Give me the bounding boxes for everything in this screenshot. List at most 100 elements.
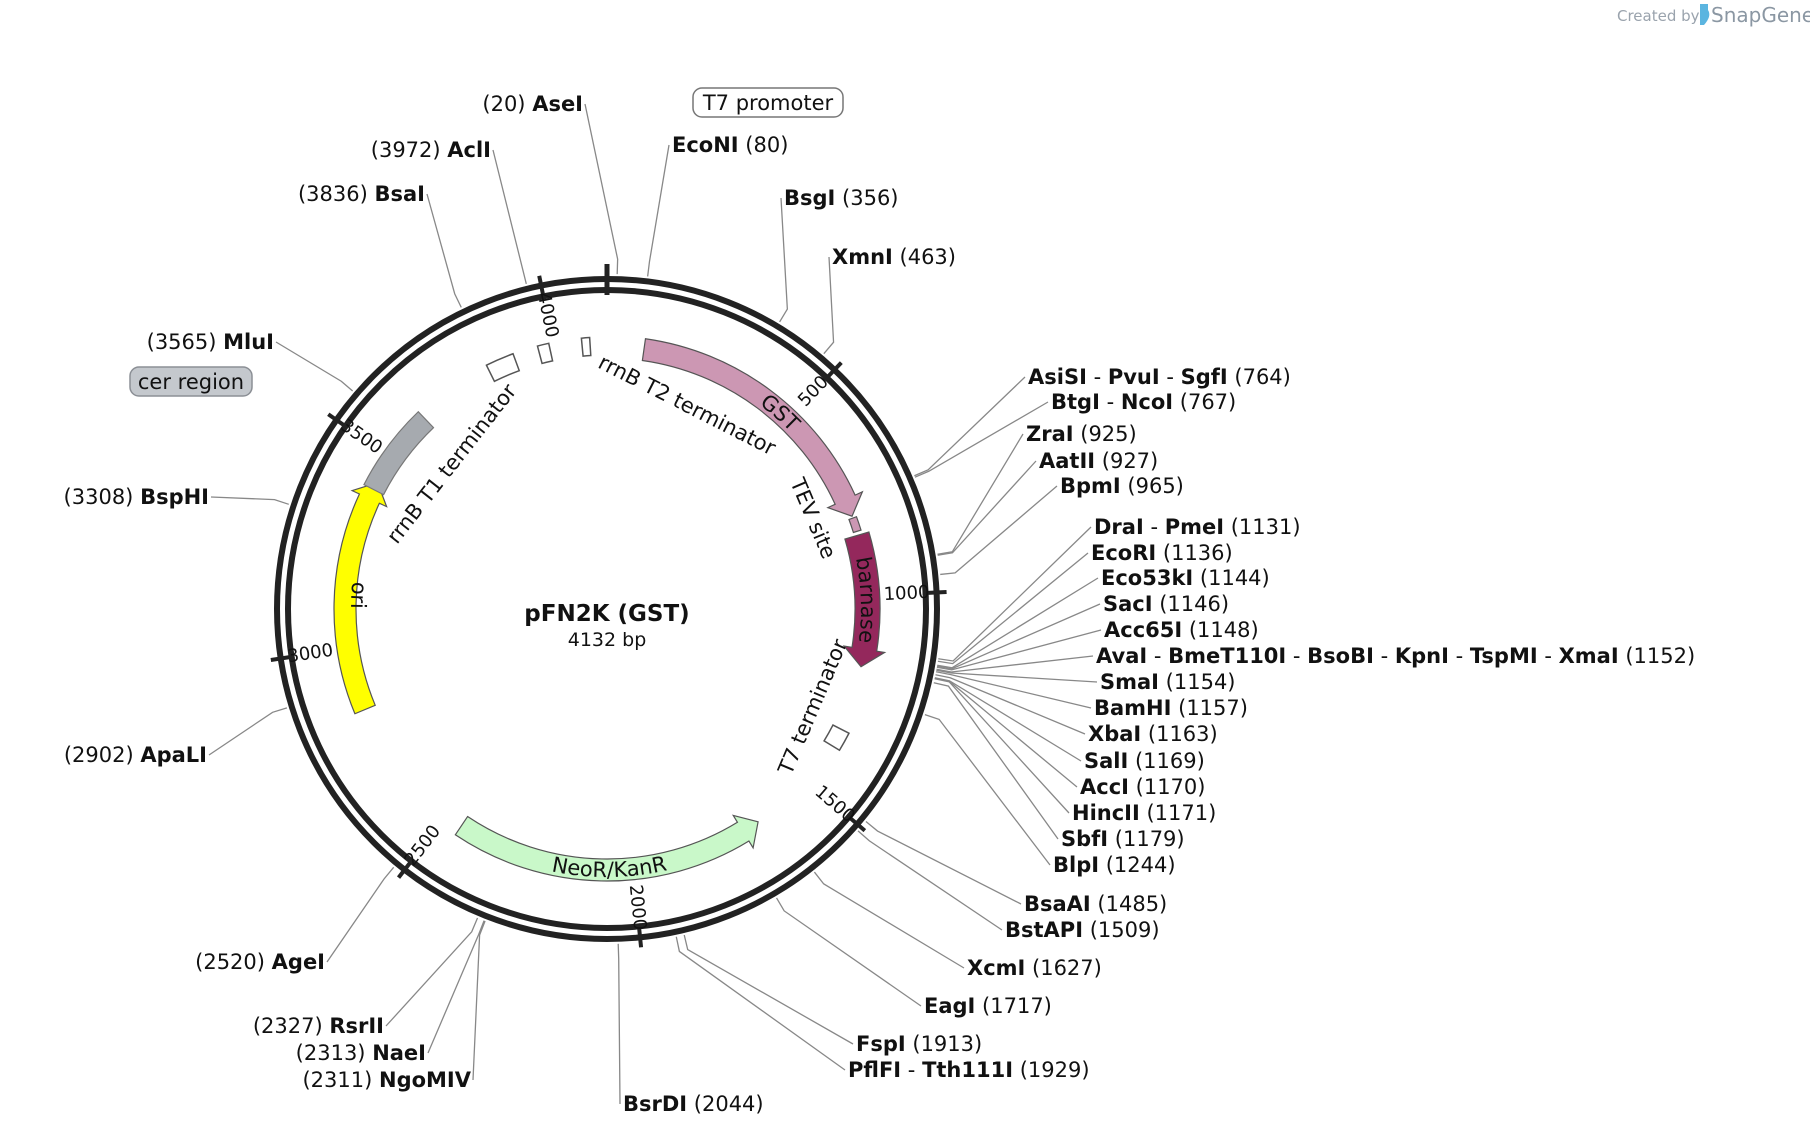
leader-eco53ki	[937, 577, 1099, 669]
site-label-avai[interactable]: AvaI - BmeT110I - BsoBI - KpnI - TspMI -…	[1096, 644, 1695, 668]
barnase-label-text: barnase	[851, 555, 880, 645]
leader-ngomiv	[472, 920, 486, 1081]
site-label-acc65i[interactable]: Acc65I (1148)	[1104, 618, 1259, 642]
tick-label-1000: 1000	[883, 582, 930, 605]
site-labels: (20) AseI (3972) AclI (3836) BsaI (3565) Ml…	[64, 92, 1696, 1116]
leader-apali	[208, 707, 288, 756]
site-label-rsrii[interactable]: (2327) RsrII	[253, 1014, 384, 1038]
site-label-sbfi[interactable]: SbfI (1179)	[1061, 827, 1185, 851]
site-label-eagi[interactable]: EagI (1717)	[924, 994, 1052, 1018]
leader-naei	[427, 920, 485, 1054]
site-label-bsai[interactable]: (3836) BsaI	[298, 182, 425, 206]
site-label-hincii[interactable]: HincII (1171)	[1072, 801, 1216, 825]
site-label-ecori[interactable]: EcoRI (1136)	[1091, 541, 1233, 565]
site-label-bsaai[interactable]: BsaAI (1485)	[1024, 892, 1167, 916]
leader-avai	[936, 655, 1094, 673]
leader-acli	[492, 149, 527, 285]
leader-agei	[326, 866, 395, 963]
site-label-btgi[interactable]: BtgI - NcoI (767)	[1051, 390, 1236, 414]
site-label-xmni[interactable]: XmnI (463)	[832, 245, 956, 269]
tick-label-3000: 3000	[286, 640, 334, 668]
site-label-acli[interactable]: (3972) AclI	[371, 138, 491, 162]
rrnb-t2-terminator-feature-part-3[interactable]	[580, 336, 592, 357]
tick-label-2500: 2500	[400, 821, 445, 870]
t7-terminator-label: T7 terminator	[773, 635, 852, 779]
site-label-bstapi[interactable]: BstAPI (1509)	[1005, 918, 1160, 942]
tick-mark-3500	[327, 412, 350, 430]
neo-label-text: NeoR/KanR	[550, 852, 668, 883]
site-label-saci[interactable]: SacI (1146)	[1103, 592, 1229, 616]
neor-kanr-feature[interactable]	[454, 814, 759, 882]
tick-label-2000: 2000	[625, 884, 650, 932]
leader-acci	[934, 677, 1078, 788]
site-label-econi[interactable]: EcoNI (80)	[672, 133, 788, 157]
leader-xmni	[823, 256, 835, 355]
site-label-acci[interactable]: AccI (1170)	[1080, 775, 1205, 799]
snapgene-logo-icon	[1700, 4, 1710, 25]
site-label-aatii[interactable]: AatII (927)	[1039, 449, 1158, 473]
site-label-agei[interactable]: (2520) AgeI	[195, 950, 325, 974]
site-label-naei[interactable]: (2313) NaeI	[296, 1041, 426, 1065]
tick-mark-2500	[396, 857, 415, 879]
site-label-bsrdi[interactable]: BsrDI (2044)	[623, 1092, 764, 1116]
leader-bsphi	[210, 496, 289, 505]
site-label-fspi[interactable]: FspI (1913)	[856, 1032, 982, 1056]
site-label-apali[interactable]: (2902) ApaLI	[64, 743, 207, 767]
brand-name[interactable]: SnapGene	[1711, 3, 1810, 27]
cer-region-tag[interactable]: cer region	[129, 366, 253, 397]
leader-bsaai	[865, 821, 1022, 905]
leader-hincii	[934, 678, 1070, 814]
gst-feature[interactable]	[641, 338, 864, 517]
site-label-mlui[interactable]: (3565) MluI	[147, 330, 274, 354]
leader-ecori	[937, 552, 1089, 665]
site-label-pflfi[interactable]: PflFI - Tth111I (1929)	[848, 1058, 1090, 1082]
leader-econi	[647, 144, 670, 277]
site-label-smai[interactable]: SmaI (1154)	[1100, 670, 1236, 694]
site-label-eco53ki[interactable]: Eco53kI (1144)	[1101, 566, 1270, 590]
site-label-drai[interactable]: DraI - PmeI (1131)	[1094, 515, 1301, 539]
site-label-bsphi[interactable]: (3308) BspHI	[64, 485, 209, 509]
leader-eagi	[775, 897, 922, 1007]
tick-label-4000: 4000	[533, 290, 563, 339]
leader-sbfi	[933, 682, 1059, 840]
rrnb-t2-terminator-feature-part-2[interactable]	[536, 342, 554, 365]
barnase-feature[interactable]	[842, 531, 887, 668]
site-label-bamhi[interactable]: BamHI (1157)	[1094, 696, 1248, 720]
leader-blpi	[924, 714, 1051, 866]
tick-mark-2000	[636, 923, 644, 948]
leader-xbai	[935, 674, 1086, 735]
t7-promoter-tag[interactable]: T7 promoter	[692, 87, 844, 118]
cer-region-label: cer region	[138, 370, 244, 394]
leader-bsai	[426, 193, 462, 308]
credit-text: Created by	[1617, 7, 1700, 25]
rrnb-t2-terminator-feature-part-1[interactable]	[485, 352, 521, 383]
tick-mark-500	[823, 361, 843, 382]
rrnb-t1-terminator-feature[interactable]	[363, 410, 435, 496]
leader-bamhi	[935, 671, 1092, 709]
site-label-blpi[interactable]: BlpI (1244)	[1053, 853, 1176, 877]
leader-fspi	[683, 934, 854, 1045]
site-label-asisi[interactable]: AsiSI - PvuI - SgfI (764)	[1028, 365, 1291, 389]
site-label-asei[interactable]: (20) AseI	[482, 92, 583, 116]
leader-bstapi	[857, 830, 1003, 931]
tev-site-feature[interactable]	[848, 515, 862, 534]
leader-mlui	[275, 341, 354, 392]
leader-saci	[936, 603, 1101, 670]
site-label-ngomiv[interactable]: (2311) NgoMIV	[302, 1068, 471, 1092]
site-label-zrai[interactable]: ZraI (925)	[1026, 422, 1137, 446]
leader-bsgi	[779, 197, 789, 323]
t7-promoter-label: T7 promoter	[702, 91, 834, 115]
leader-drai	[938, 526, 1092, 662]
leader-smai	[936, 669, 1098, 683]
site-label-sali[interactable]: SalI (1169)	[1084, 749, 1205, 773]
leader-asei	[584, 103, 619, 275]
leader-asisi	[914, 376, 1026, 477]
site-label-bpmi[interactable]: BpmI (965)	[1060, 474, 1184, 498]
ori-label-text: ori	[346, 581, 371, 609]
site-label-xcmi[interactable]: XcmI (1627)	[967, 956, 1102, 980]
site-label-xbai[interactable]: XbaI (1163)	[1088, 722, 1218, 746]
leader-rsrii	[385, 917, 479, 1027]
t7-terminator-feature[interactable]	[823, 724, 850, 752]
site-label-bsgi[interactable]: BsgI (356)	[784, 186, 899, 210]
